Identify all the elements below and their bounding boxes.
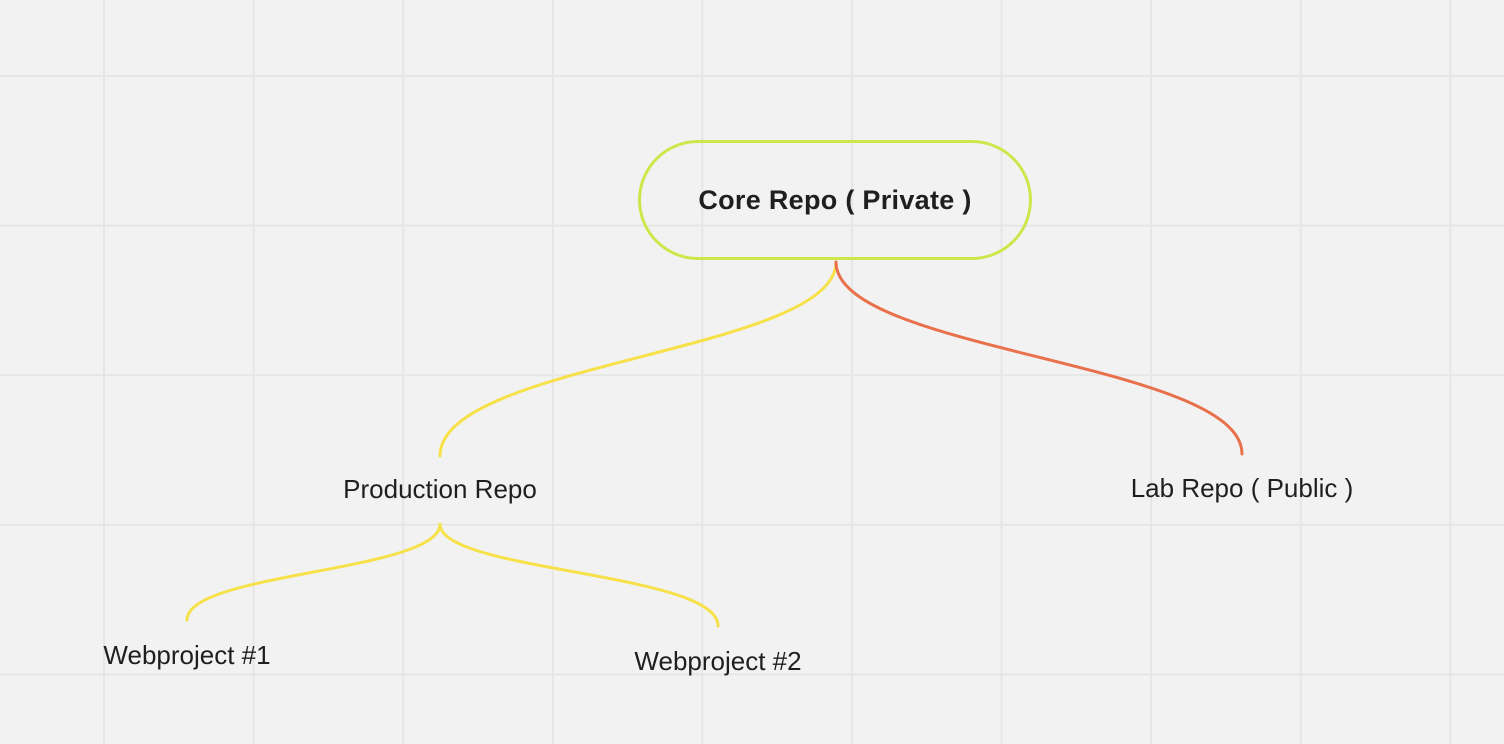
node-production-repo[interactable]: Production Repo — [343, 474, 537, 504]
root-node-label: Core Repo ( Private ) — [698, 184, 972, 215]
connector-root-to-lab — [834, 260, 1244, 456]
node-webproject-1[interactable]: Webproject #1 — [103, 640, 271, 670]
node-lab-repo[interactable]: Lab Repo ( Public ) — [1130, 473, 1354, 503]
node-webproject-2[interactable]: Webproject #2 — [634, 646, 802, 676]
connector-root-to-production — [438, 260, 838, 458]
connector-production-to-web2 — [438, 522, 720, 628]
connector-production-to-web1 — [185, 522, 442, 622]
root-node-core-repo[interactable]: Core Repo ( Private ) — [638, 140, 1032, 260]
